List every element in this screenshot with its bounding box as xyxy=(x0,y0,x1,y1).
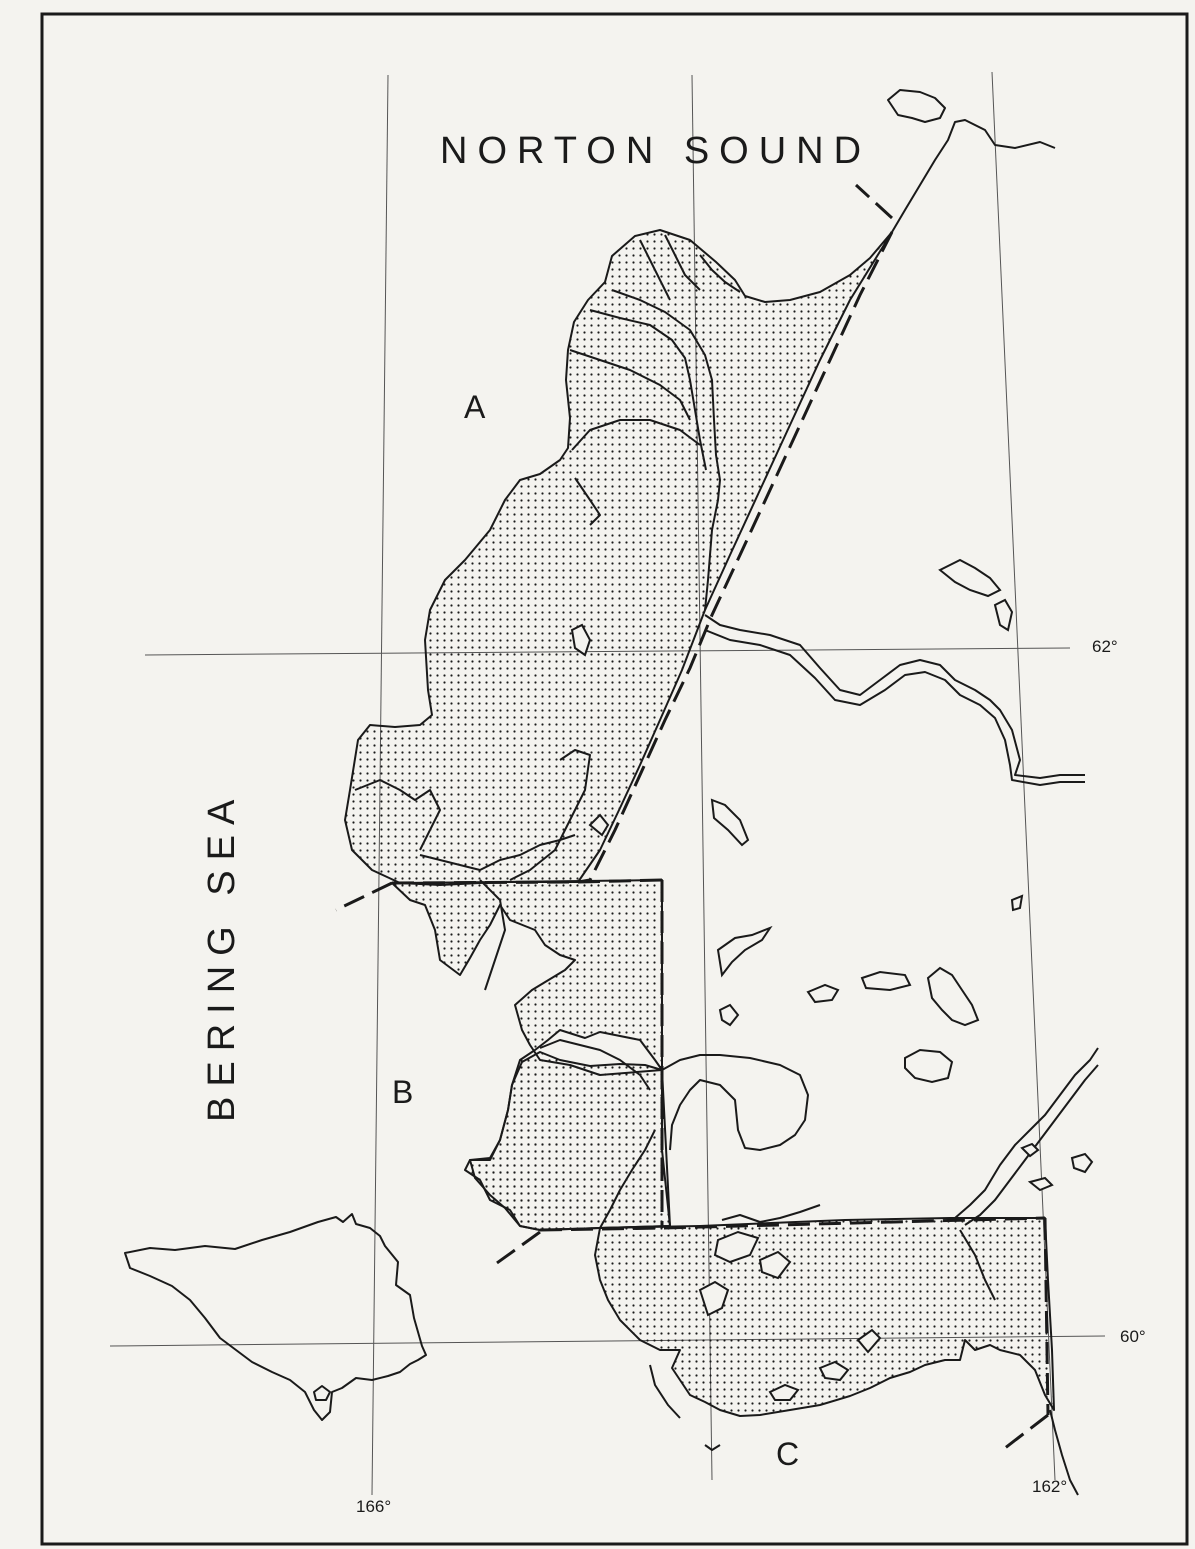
lake-20 xyxy=(758,1250,792,1280)
lat-62-label: 62° xyxy=(1092,637,1118,656)
lake-1 xyxy=(710,798,750,847)
boundary-a-b xyxy=(391,878,663,885)
mainland-b-c-coast xyxy=(661,1054,809,1151)
lake-7 xyxy=(1010,894,1024,912)
lake-11 xyxy=(938,558,1002,598)
lake-18 xyxy=(698,1280,730,1317)
area-b-label: B xyxy=(392,1074,413,1110)
b-c-channels xyxy=(479,879,996,1451)
lake-13 xyxy=(570,623,592,657)
lake-2 xyxy=(806,983,840,1004)
lake-3 xyxy=(860,970,912,992)
area-a-region xyxy=(344,229,893,886)
boundary-b-c xyxy=(539,1216,1046,1232)
lon-166-label: 166° xyxy=(356,1497,391,1516)
boundary-c-east xyxy=(1043,1217,1050,1416)
lake-4 xyxy=(904,1048,954,1084)
lake-15 xyxy=(818,1360,850,1382)
area-a-label: A xyxy=(464,389,486,425)
lake-8 xyxy=(1020,1142,1040,1158)
boundary-b-c-tick xyxy=(489,1230,541,1270)
lake-14 xyxy=(588,813,610,837)
kuskokwim-lower xyxy=(1049,1409,1079,1496)
kuskokwim-river xyxy=(954,1047,1099,1219)
boundary-a-north-tick xyxy=(854,183,894,220)
boundary-c-tick xyxy=(1004,1413,1049,1450)
area-c-region xyxy=(594,1217,1055,1417)
boundary-a-b-tick xyxy=(335,881,393,912)
nunivak-islet xyxy=(313,1385,331,1401)
lake-5 xyxy=(926,966,980,1027)
delta-channels xyxy=(354,234,741,881)
lake-19 xyxy=(713,1230,760,1264)
lake-17 xyxy=(856,1328,882,1354)
lon-162-label: 162° xyxy=(1032,1477,1067,1496)
norton-sound-label: NORTON SOUND xyxy=(440,130,871,172)
lake-9 xyxy=(1070,1152,1094,1174)
boundary-a-east xyxy=(577,231,894,884)
yukon-river xyxy=(704,614,1085,779)
lake-16 xyxy=(768,1383,800,1401)
nunivak-island xyxy=(124,1213,427,1421)
lake-12 xyxy=(993,598,1014,632)
lake-10 xyxy=(1027,1176,1054,1192)
st-michael-island xyxy=(887,89,946,123)
lake-21 xyxy=(718,1003,740,1027)
yukon-river-bank xyxy=(704,629,1085,786)
map-frame xyxy=(40,12,1189,1546)
area-b-lower xyxy=(469,1051,671,1231)
area-c-label: C xyxy=(776,1436,799,1472)
lake-6 xyxy=(716,925,773,978)
coastline-north xyxy=(891,119,1056,233)
bering-sea-label: BERING SEA xyxy=(201,790,243,1122)
lat-60-label: 60° xyxy=(1120,1327,1146,1346)
